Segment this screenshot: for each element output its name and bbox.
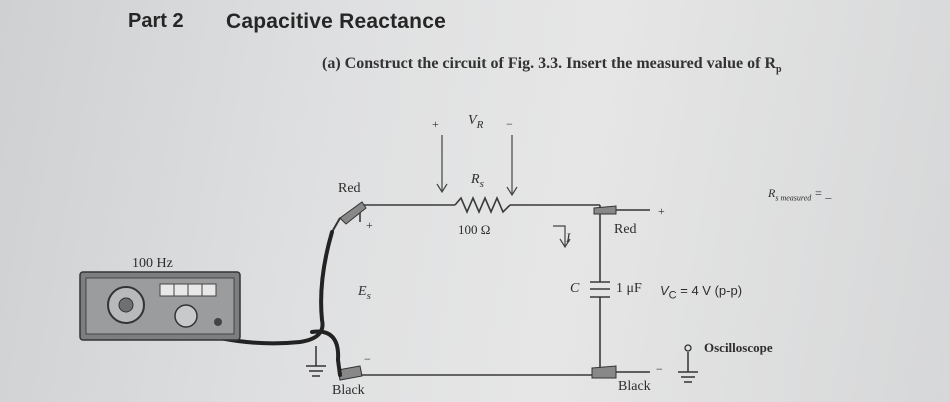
- r-measured-label: Rs measured = _: [768, 186, 832, 203]
- red-clip-left-icon: [331, 201, 367, 233]
- ground-right-icon: [678, 344, 698, 383]
- part-number: Part 2: [128, 10, 184, 32]
- current-label: I: [566, 230, 571, 245]
- vr-arrow-right: [506, 186, 518, 197]
- ground-left-icon: [306, 346, 326, 377]
- function-generator-icon: [79, 271, 241, 341]
- resistor-value: 100 Ω: [458, 222, 491, 237]
- red-label-left: Red: [338, 181, 361, 196]
- instruction-main: (a) Construct the circuit of Fig. 3.3. I…: [322, 55, 777, 72]
- oscilloscope-label: Oscilloscope: [704, 340, 773, 355]
- vc-reading: VC = 4 V (p-p): [660, 283, 743, 302]
- minus-left: −: [364, 352, 371, 366]
- current-arrow: [553, 225, 566, 246]
- generator-frequency: 100 Hz: [132, 256, 173, 271]
- red-label-right: Red: [614, 222, 637, 237]
- instruction-subscript: p: [776, 64, 782, 76]
- instruction-text: (a) Construct the circuit of Fig. 3.3. I…: [322, 55, 782, 75]
- plus-right: +: [658, 204, 665, 218]
- source-label: Es: [358, 284, 371, 302]
- resistor-label: Rs: [471, 172, 484, 190]
- current-arrowhead: [559, 238, 571, 249]
- plus-left: +: [366, 218, 373, 232]
- capacitor-value: 1 μF: [616, 281, 642, 296]
- capacitor-label: C: [570, 281, 580, 296]
- minus-right: −: [656, 362, 663, 376]
- black-clip-right-icon: [591, 365, 650, 379]
- vr-plus: +: [432, 117, 439, 131]
- black-label-right: Black: [618, 379, 651, 394]
- section-title: Capacitive Reactance: [226, 10, 446, 33]
- vr-label: VR: [468, 113, 484, 131]
- vr-arrow-left: [436, 183, 448, 194]
- vr-minus: −: [506, 117, 513, 131]
- red-clip-right-icon: [593, 205, 650, 215]
- black-lead-cable: [310, 329, 342, 377]
- resistor-symbol: [454, 195, 511, 215]
- black-label-left: Black: [332, 383, 365, 398]
